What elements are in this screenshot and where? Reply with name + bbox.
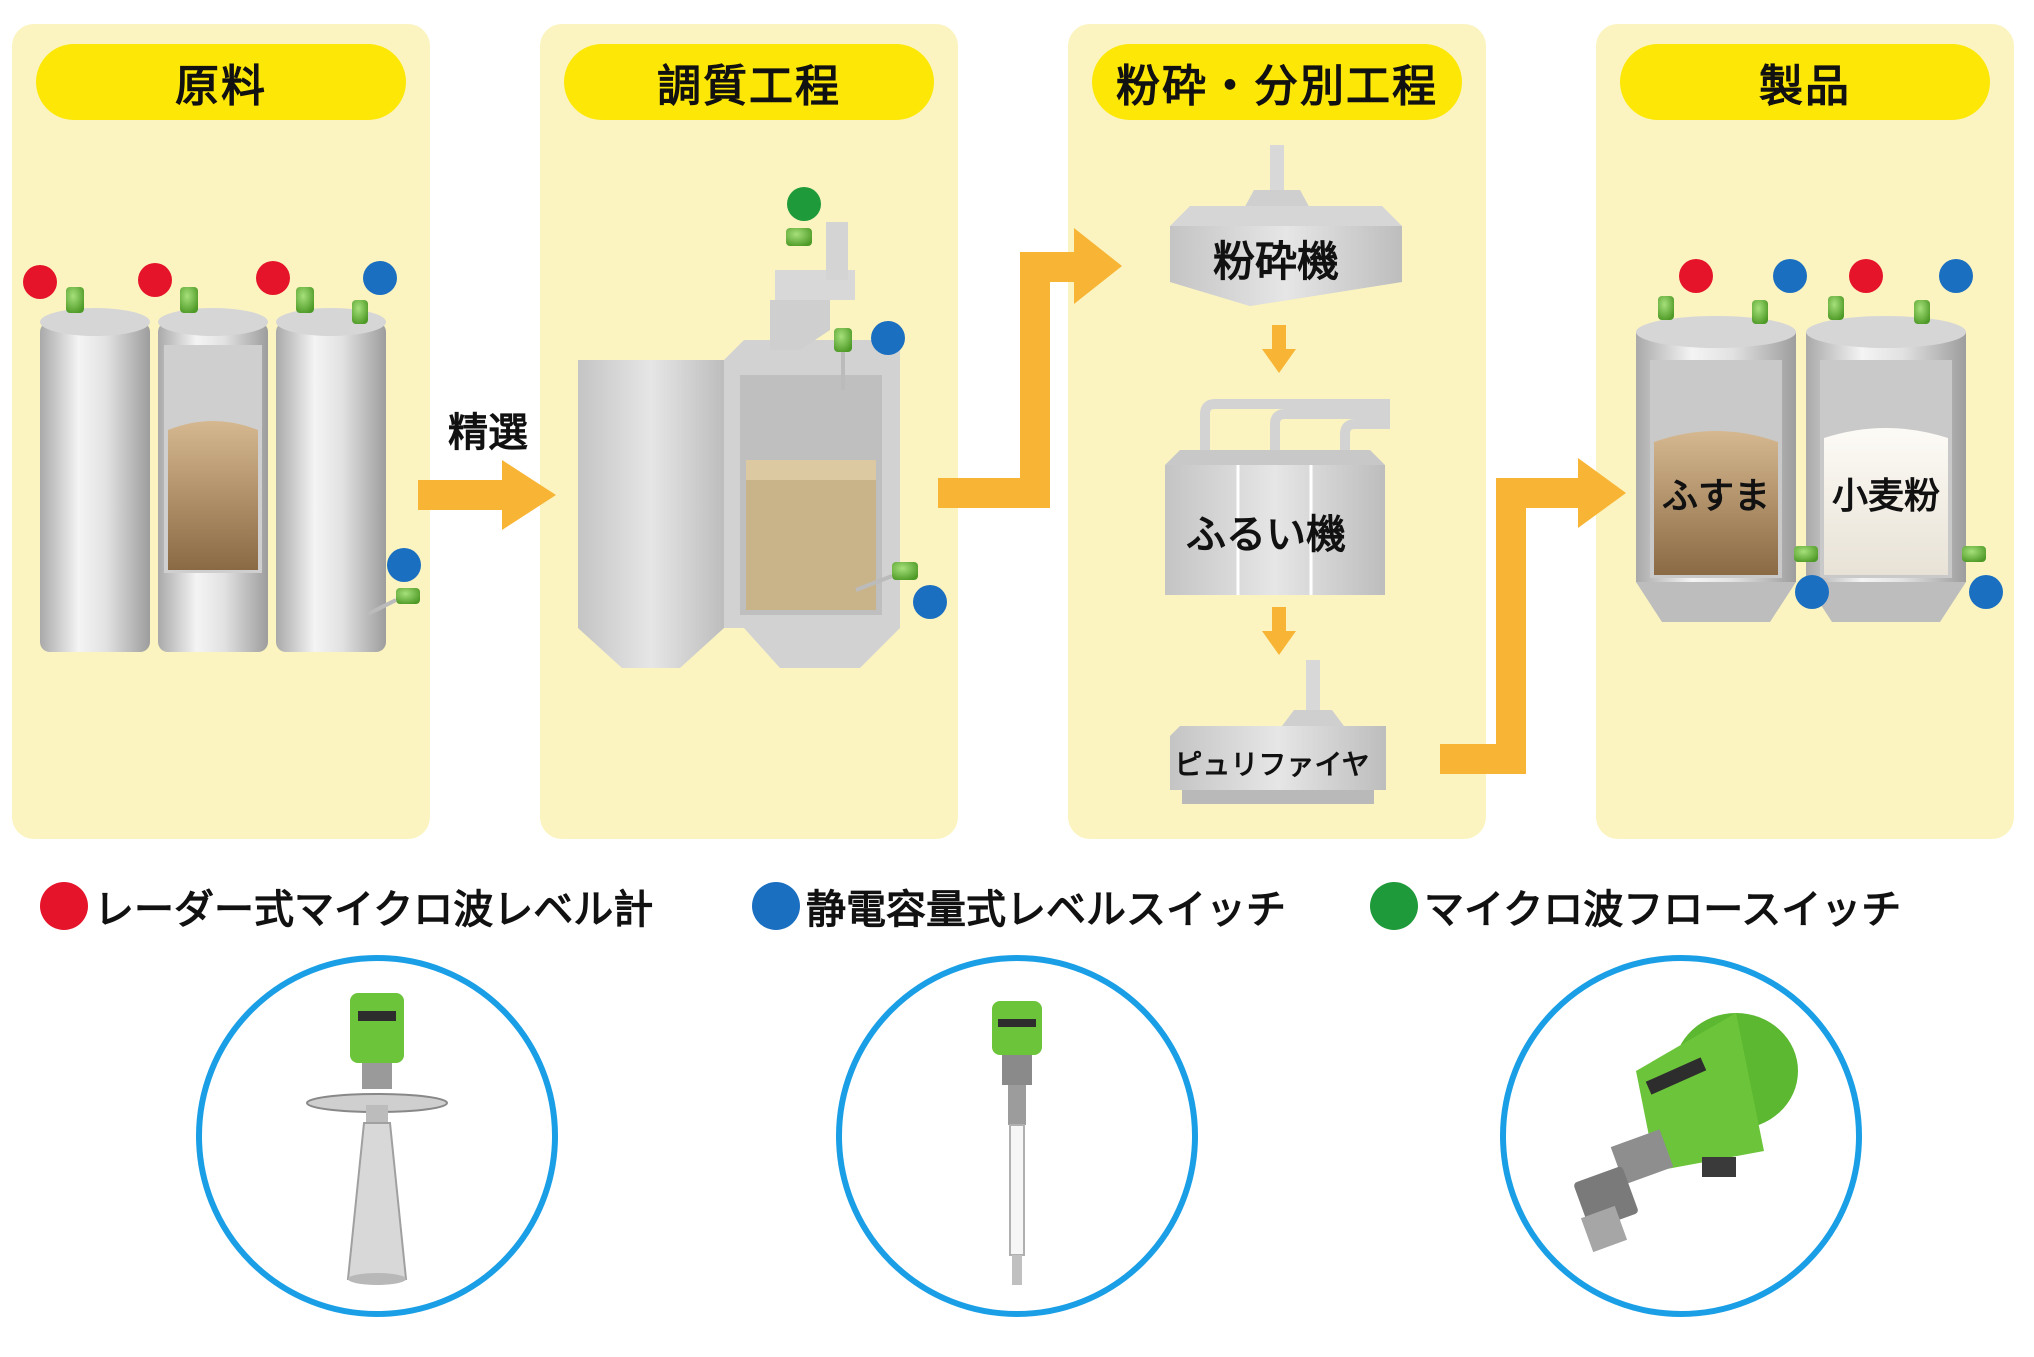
radar-level-meter-marker [138,263,172,297]
sensor-head-icon [1828,296,1844,320]
legend-label: レーダー式マイクロ波レベル計 [94,887,654,933]
crusher-label: 粉砕機 [1213,237,1339,286]
purifier-label: ピュリファイヤ [1174,748,1369,781]
legend-label: マイクロ波フロースイッチ [1424,887,1902,933]
capacitance-level-switch-marker [871,321,905,355]
sifter-label: ふるい機 [1186,512,1346,558]
capacitance-level-switch-marker [1773,259,1807,293]
sifter-machine [1165,399,1390,595]
radar-level-meter-marker [23,265,57,299]
capacitance-level-switch-marker [1795,575,1829,609]
radar-level-meter-marker [1679,259,1713,293]
product-sensors [1658,259,2003,609]
sensor-head-icon [1658,296,1674,320]
sensor-head-icon [1752,300,1768,324]
legend-microwave-flow-switch: マイクロ波フロースイッチ [1370,878,1901,934]
purifier-machine [1170,660,1386,804]
down-arrow-2 [1262,607,1296,655]
radar-level-meter-marker [256,261,290,295]
flour-label: 小麦粉 [1832,476,1940,517]
sensor-head-icon [1794,546,1818,562]
flow-arrow-2 [938,228,1122,508]
legend-label: 静電容量式レベルスイッチ [806,887,1286,933]
legend-capacitance-level-switch: 静電容量式レベルスイッチ [752,878,1286,934]
sensor-head-icon [296,287,314,313]
conditioning-sensors [786,187,947,619]
green-dot-icon [1370,882,1418,930]
sensor-head-icon [396,588,420,604]
capacitance-level-switch-marker [1969,575,2003,609]
stage-title-product: 製品 [1620,44,1990,120]
down-arrow-1 [1262,325,1296,373]
stage-title-raw-material: 原料 [36,44,406,120]
sensor-head-icon [786,228,812,246]
sorting-label: 精選 [448,410,528,456]
sensor-head-icon [180,287,198,313]
capacitance-level-switch-marker [387,548,421,582]
red-dot-icon [40,882,88,930]
blue-dot-icon [752,882,800,930]
crusher-machine [1170,145,1402,306]
product-silos [1636,316,1966,622]
microwave-flow-switch-marker [787,187,821,221]
sensor-head-icon [352,300,368,324]
legend-radar-level-meter: レーダー式マイクロ波レベル計 [40,878,653,934]
capacitance-level-switch-photo [836,955,1198,1317]
radar-level-meter-photo [196,955,558,1317]
raw-material-silos [40,308,386,652]
sensor-head-icon [892,562,918,580]
conditioning-tank [578,222,900,668]
stage-title-milling: 粉砕・分別工程 [1092,44,1462,120]
raw-material-sensors [23,261,421,616]
sensor-head-icon [66,287,84,313]
capacitance-level-switch-marker [1939,259,1973,293]
radar-level-meter-marker [1849,259,1883,293]
flow-arrow-3 [1440,458,1626,774]
bran-label: ふすま [1662,476,1770,517]
capacitance-level-switch-marker [363,261,397,295]
stage-title-conditioning: 調質工程 [564,44,934,120]
sensor-head-icon [1962,546,1986,562]
process-diagram: 精選 粉砕機 ふるい機 ピュリファイヤ ふすま 小麦粉 [23,145,2003,804]
sensor-head-icon [1914,300,1930,324]
flow-arrow-1 [418,460,556,530]
sensor-head-icon [834,328,852,352]
capacitance-level-switch-marker [913,585,947,619]
microwave-flow-switch-photo [1500,955,1862,1317]
